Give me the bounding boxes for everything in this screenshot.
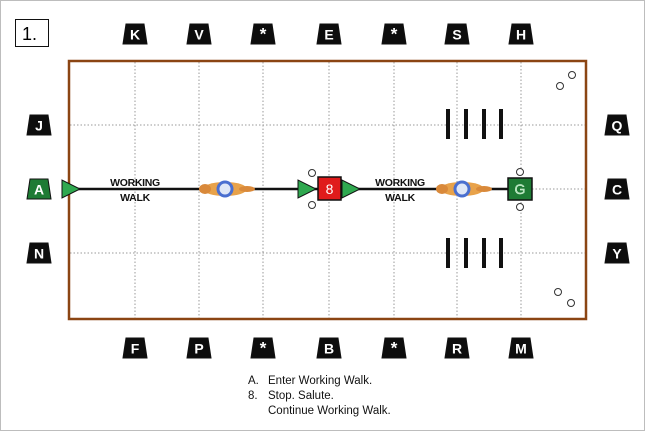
cone-icon — [308, 201, 316, 209]
letter-marker-label: C — [612, 182, 622, 198]
letter-marker-label: E — [324, 27, 333, 43]
cone-icon — [516, 168, 524, 176]
cone-pair-top-right — [556, 71, 576, 90]
letter-marker-label: V — [194, 27, 204, 43]
pole-icon — [446, 238, 450, 268]
pole-icon — [464, 238, 468, 268]
pole-group-top — [446, 109, 503, 139]
letter-marker-v: V — [186, 23, 212, 45]
letter-marker-j: J — [26, 114, 52, 136]
pole-icon — [482, 238, 486, 268]
letter-marker-r: R — [444, 337, 470, 359]
arrow-icon — [297, 179, 318, 199]
svg-text:WALK: WALK — [385, 192, 415, 204]
letter-marker-label: B — [324, 341, 334, 357]
working-walk-label-2: WORKING WALK — [375, 177, 425, 204]
letter-marker-s: S — [444, 23, 470, 45]
horse-icon — [199, 180, 255, 198]
pole-icon — [482, 109, 486, 139]
letter-marker-label: K — [130, 27, 140, 43]
letter-marker-m: M — [508, 337, 534, 359]
letter-marker-star: * — [250, 337, 276, 359]
instruction-key: 8. — [248, 390, 258, 402]
letter-marker-label: * — [260, 339, 267, 358]
letter-marker-label: M — [515, 341, 527, 357]
letter-marker-star: * — [250, 23, 276, 45]
letter-marker-star: * — [381, 23, 407, 45]
stop-number: 8 — [326, 181, 334, 197]
svg-text:WALK: WALK — [120, 192, 150, 204]
letter-marker-label: P — [194, 341, 203, 357]
pole-icon — [446, 109, 450, 139]
instruction-text: Continue Working Walk. — [268, 405, 391, 417]
letter-marker-star: * — [381, 337, 407, 359]
letter-marker-q: Q — [604, 114, 630, 136]
diagram-number: 1. — [15, 19, 49, 47]
letter-marker-y: Y — [604, 242, 630, 264]
cone-pair-bottom-right — [554, 288, 575, 307]
working-walk-label-1: WORKING WALK — [110, 177, 160, 204]
letter-marker-label: * — [391, 339, 398, 358]
letter-marker-label: J — [35, 118, 43, 134]
end-letter: G — [515, 181, 526, 197]
letter-marker-label: Q — [612, 118, 623, 134]
pole-group-bottom — [446, 238, 503, 268]
pole-icon — [499, 109, 503, 139]
letter-marker-label: F — [131, 341, 140, 357]
letter-marker-label: * — [391, 25, 398, 44]
instruction-row: A. Enter Working Walk. — [248, 374, 391, 389]
letter-marker-b: B — [316, 337, 342, 359]
letter-marker-p: P — [186, 337, 212, 359]
end-marker: G — [507, 168, 533, 211]
instruction-text: Enter Working Walk. — [268, 375, 373, 387]
pole-icon — [499, 238, 503, 268]
svg-text:WORKING: WORKING — [375, 177, 425, 189]
arena-letters: K V * E * S H F P * B * R M J A N Q C Y — [26, 23, 630, 359]
letter-marker-e: E — [316, 23, 342, 45]
cone-icon — [516, 203, 524, 211]
stop-marker: 8 — [308, 169, 342, 209]
letter-marker-f: F — [122, 337, 148, 359]
arrow-icon — [341, 179, 362, 199]
instruction-row: 8. Stop. Salute. — [248, 389, 391, 404]
letter-marker-a: A — [26, 178, 52, 200]
letter-marker-k: K — [122, 23, 148, 45]
instruction-text: Stop. Salute. — [268, 390, 334, 402]
start-arrow-icon — [61, 179, 82, 199]
letter-marker-label: R — [452, 341, 462, 357]
instructions: A. Enter Working Walk. 8. Stop. Salute. Co… — [248, 374, 391, 419]
letter-marker-c: C — [604, 178, 630, 200]
horse-icon — [436, 180, 492, 198]
arena-grid — [70, 62, 585, 318]
cone-icon — [308, 169, 316, 177]
pole-icon — [464, 109, 468, 139]
letter-marker-label: N — [34, 246, 44, 262]
letter-marker-h: H — [508, 23, 534, 45]
letter-marker-label: S — [452, 27, 461, 43]
letter-marker-label: H — [516, 27, 526, 43]
letter-marker-label: A — [34, 182, 44, 198]
instruction-key: A. — [248, 375, 259, 387]
letter-marker-label: * — [260, 25, 267, 44]
svg-text:WORKING: WORKING — [110, 177, 160, 189]
letter-marker-n: N — [26, 242, 52, 264]
letter-marker-label: Y — [612, 246, 622, 262]
instruction-row: Continue Working Walk. — [248, 404, 391, 419]
